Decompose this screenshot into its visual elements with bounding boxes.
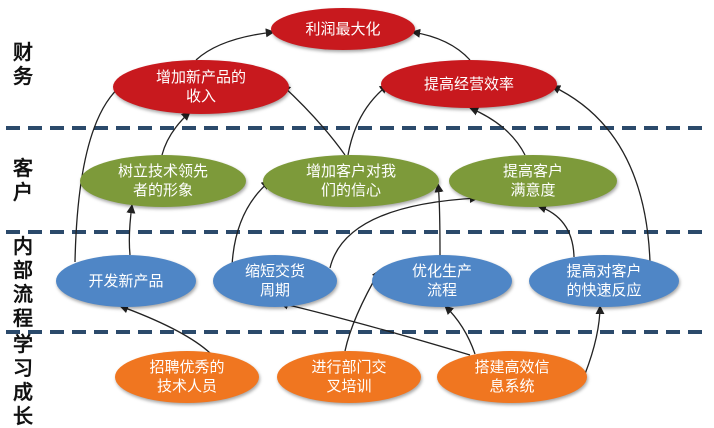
edge-image-to-revenue <box>161 111 191 156</box>
edge-satisfaction-to-efficiency <box>469 107 526 156</box>
edge-revenue-to-profit <box>195 28 275 61</box>
edge-infosys-to-response <box>584 305 605 375</box>
edge-response-to-satisfaction <box>537 204 575 258</box>
edge-efficiency-to-profit <box>411 28 471 61</box>
lane-dividers <box>6 126 708 334</box>
node-efficiency: 提高经营效率 <box>381 60 557 108</box>
edge-recruit-to-newprod <box>119 304 211 354</box>
node-newprod: 开发新产品 <box>56 255 196 307</box>
edge-trust-to-revenue <box>281 84 346 156</box>
node-satisfaction: 提高客户 满意度 <box>449 155 617 207</box>
node-delivery: 缩短交货 周期 <box>213 255 337 307</box>
node-optimize: 优化生产 流程 <box>372 255 512 307</box>
edge-delivery-to-trust <box>231 180 271 267</box>
node-recruit: 招聘优秀的 技术人员 <box>115 351 259 403</box>
node-response: 提高对客户 的快速反应 <box>529 255 679 307</box>
lane-label-customer: 客户 <box>13 156 33 204</box>
edge-newprod-to-revenue <box>74 84 123 263</box>
edge-infosys-to-optimize <box>444 305 476 355</box>
lane-label-financial: 财务 <box>13 40 33 88</box>
node-infosys: 搭建高效信 息系统 <box>437 351 587 403</box>
node-crosstrain: 进行部门交 叉培训 <box>277 351 421 403</box>
edge-response-to-efficiency <box>551 85 651 263</box>
lane-label-learning: 学习成长 <box>13 331 33 428</box>
edge-trust-to-efficiency <box>347 84 389 156</box>
node-image: 树立技术领先 者的形象 <box>80 155 246 207</box>
node-revenue: 增加新产品的 收入 <box>113 60 289 114</box>
edge-optimize-to-trust <box>434 183 444 257</box>
edge-newprod-to-image <box>126 204 136 256</box>
lane-label-internal: 内部流程 <box>13 234 33 330</box>
edge-infosys-to-delivery <box>279 300 471 356</box>
edge-delivery-to-satisfaction <box>329 193 479 269</box>
node-profit: 利润最大化 <box>271 8 415 50</box>
node-trust: 增加客户对我 们的信心 <box>263 155 439 207</box>
edge-layer <box>74 28 651 375</box>
